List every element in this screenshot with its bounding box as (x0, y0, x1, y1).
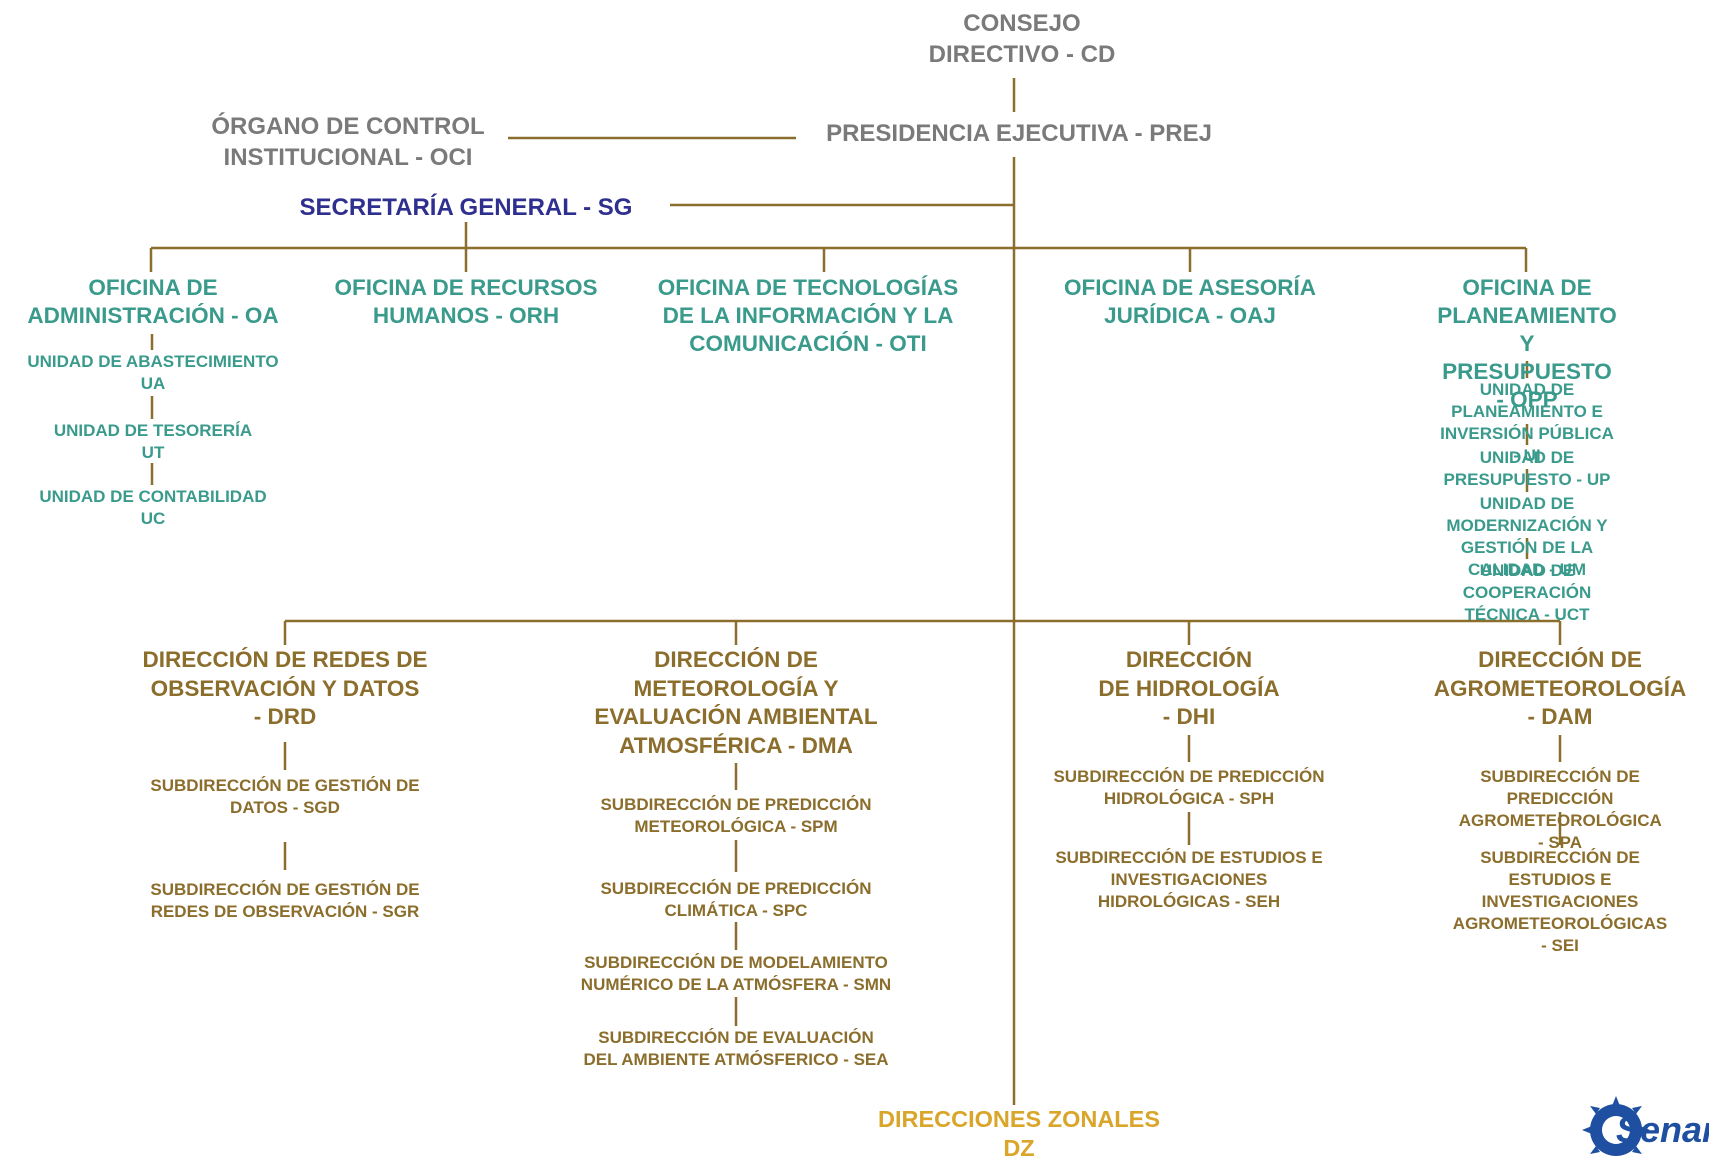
subdireccion-spa: SUBDIRECCIÓN DE PREDICCIÓN AGROMETEOROLÓ… (1458, 767, 1662, 852)
subdireccion-seh: SUBDIRECCIÓN DE ESTUDIOS E INVESTIGACION… (1055, 848, 1323, 911)
subdireccion-sei: SUBDIRECCIÓN DE ESTUDIOS E INVESTIGACION… (1452, 848, 1668, 955)
oficina-planeamiento-presupuesto: OFICINA DE PLANEAMIENTO Y PRESUPUESTO - … (1437, 275, 1617, 412)
direccion-redes-observacion: DIRECCIÓN DE REDES DE OBSERVACIÓN Y DATO… (142, 647, 428, 729)
secretaria-general: SECRETARÍA GENERAL - SG (299, 194, 633, 221)
organo-control-institucional: ÓRGANO DE CONTROL INSTITUCIONAL - OCI (211, 113, 485, 171)
unidad-contabilidad: UNIDAD DE CONTABILIDAD UC (39, 487, 267, 528)
sun-logo-icon (1582, 1096, 1650, 1156)
subdireccion-sea: SUBDIRECCIÓN DE EVALUACIÓN DEL AMBIENTE … (583, 1028, 889, 1069)
unidad-cooperacion-tecnica: UNIDAD DE COOPERACIÓN TÉCNICA - UCT (1462, 561, 1592, 624)
unidad-presupuesto: UNIDAD DE PRESUPUESTO - UP (1443, 448, 1611, 489)
subdireccion-spm: SUBDIRECCIÓN DE PREDICCIÓN METEOROLÓGICA… (600, 795, 872, 836)
oficina-asesoria-juridica: OFICINA DE ASESORÍA JURÍDICA - OAJ (1063, 275, 1317, 328)
subdireccion-sgd: SUBDIRECCIÓN DE GESTIÓN DE DATOS - SGD (150, 776, 420, 817)
unidad-abastecimiento: UNIDAD DE ABASTECIMIENTO UA (27, 352, 279, 393)
subdireccion-spc: SUBDIRECCIÓN DE PREDICCIÓN CLIMÁTICA - S… (600, 879, 872, 920)
direccion-agrometeorologia: DIRECCIÓN DE AGROMETEOROLOGÍA - DAM (1433, 647, 1687, 729)
subdireccion-sgr: SUBDIRECCIÓN DE GESTIÓN DE REDES DE OBSE… (150, 880, 420, 921)
unidad-planeamiento-inversion: UNIDAD DE PLANEAMIENTO E INVERSIÓN PÚBLI… (1440, 380, 1614, 465)
svg-text:Senam: Senam (1616, 1109, 1709, 1150)
unidad-tesoreria: UNIDAD DE TESORERÍA UT (53, 421, 253, 462)
presidencia-ejecutiva: PRESIDENCIA EJECUTIVA - PREJ (826, 120, 1212, 147)
senamhi-logo: Senam (1582, 1096, 1709, 1165)
subdireccion-smn: SUBDIRECCIÓN DE MODELAMIENTO NUMÉRICO DE… (580, 953, 892, 994)
consejo-directivo: CONSEJO DIRECTIVO - CD (928, 10, 1116, 68)
direccion-hidrologia: DIRECCIÓN DE HIDROLOGÍA - DHI (1098, 647, 1280, 729)
unidad-modernizacion-calidad: UNIDAD DE MODERNIZACIÓN Y GESTIÓN DE LA … (1446, 494, 1608, 579)
subdireccion-sph: SUBDIRECCIÓN DE PREDICCIÓN HIDROLÓGICA -… (1053, 767, 1325, 808)
oficina-recursos-humanos: OFICINA DE RECURSOS HUMANOS - ORH (334, 275, 598, 328)
oficina-tecnologias-informacion: OFICINA DE TECNOLOGÍAS DE LA INFORMACIÓN… (657, 275, 959, 356)
direcciones-zonales: DIRECCIONES ZONALES DZ (877, 1106, 1161, 1161)
oficina-administracion: OFICINA DE ADMINISTRACIÓN - OA (27, 275, 279, 328)
direccion-meteorologia: DIRECCIÓN DE METEOROLOGÍA Y EVALUACIÓN A… (594, 647, 878, 758)
